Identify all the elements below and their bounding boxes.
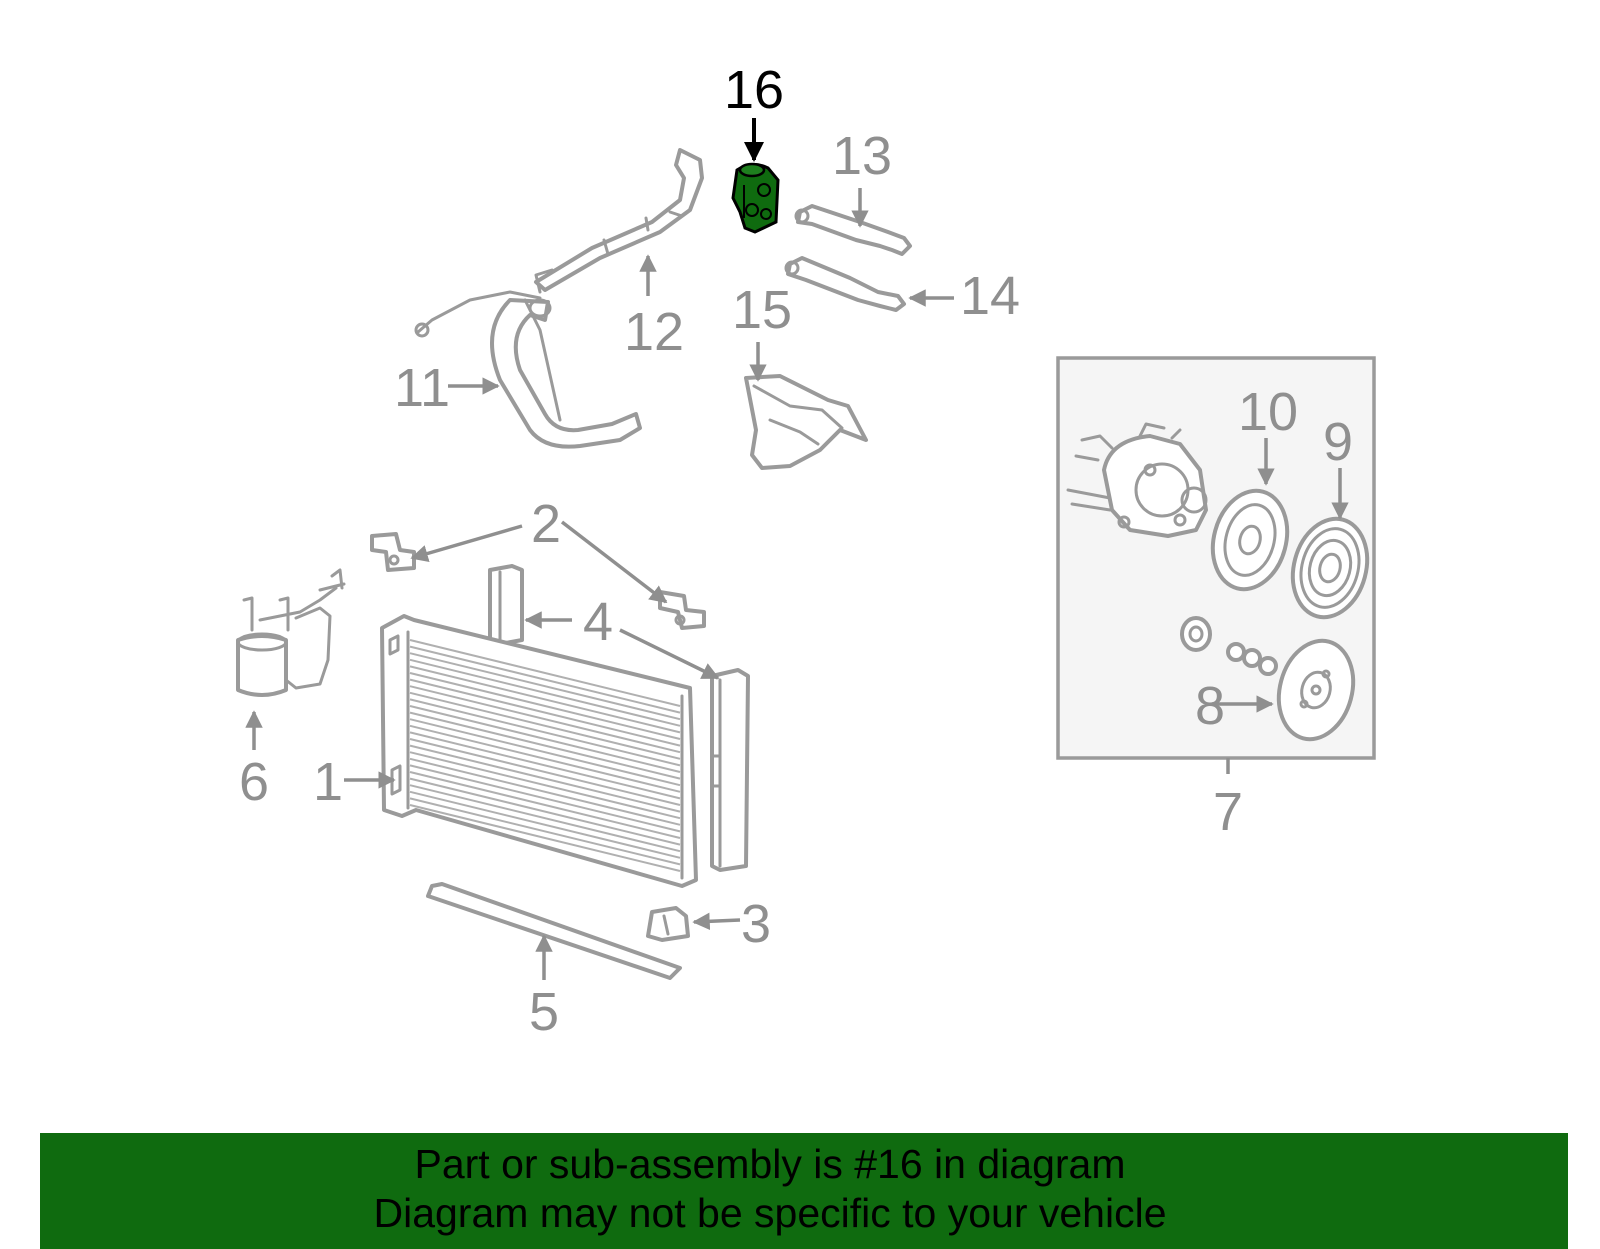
callout-labels: 16 13 14 15 12 11 2 4 1 6 3 5 7 8 9 10 (239, 60, 1353, 1042)
part-2-brackets (370, 532, 706, 630)
callout-4: 4 (583, 592, 613, 652)
callout-7: 7 (1213, 782, 1243, 842)
callout-10: 10 (1238, 382, 1298, 442)
part-6-receiver-drier (236, 568, 346, 697)
condenser-fin (409, 797, 681, 866)
condenser-fin (409, 645, 681, 714)
part-1-condenser (380, 614, 698, 888)
condenser-fin (409, 639, 681, 707)
part-11-hose (490, 298, 642, 449)
condenser-fin (409, 757, 681, 826)
part-5-seal-strip (426, 882, 682, 980)
callout-12: 12 (624, 302, 684, 362)
callout-8: 8 (1195, 676, 1225, 736)
condenser-fin (409, 678, 681, 747)
banner-line-part-number: Part or sub-assembly is #16 in diagram (414, 1141, 1126, 1187)
condenser-fin (409, 738, 681, 806)
condenser-fin (409, 718, 681, 787)
condenser-fin (409, 658, 681, 727)
condenser-fin (409, 777, 681, 846)
callout-5: 5 (529, 982, 559, 1042)
condenser-fin (409, 804, 681, 872)
condenser-fin (409, 652, 681, 721)
part-15-bracket (744, 374, 868, 470)
part-16-highlighted[interactable] (731, 162, 780, 234)
condenser-fin (409, 751, 681, 820)
part-7-compressor-group (1056, 356, 1376, 760)
condenser-fin (409, 771, 681, 839)
condenser-fin (409, 744, 681, 813)
callout-16: 16 (724, 60, 784, 120)
callout-15: 15 (732, 280, 792, 340)
callout-6: 6 (239, 752, 269, 812)
condenser-fin (409, 724, 681, 793)
condenser-fin (409, 672, 681, 740)
part-3-insulator (646, 906, 690, 942)
leader-lines (245, 118, 1349, 980)
callout-9: 9 (1323, 412, 1353, 472)
callout-13: 13 (832, 126, 892, 186)
condenser-fin (409, 784, 681, 853)
condenser-fin (409, 705, 681, 773)
condenser-fin (409, 731, 681, 800)
part-12-hose-assembly (414, 148, 704, 338)
condenser-fin (409, 698, 681, 767)
callout-1: 1 (313, 752, 343, 812)
info-banner: Part or sub-assembly is #16 in diagram D… (40, 1133, 1568, 1249)
part-14-hose (784, 256, 906, 312)
callout-2: 2 (531, 494, 561, 554)
condenser-fin (409, 665, 681, 734)
part-13-hose (794, 204, 912, 256)
callout-11: 11 (394, 358, 450, 418)
condenser-fin (409, 790, 681, 859)
callout-3: 3 (741, 894, 771, 954)
banner-line-disclaimer: Diagram may not be specific to your vehi… (373, 1190, 1167, 1236)
condenser-fin (409, 685, 681, 754)
condenser-fin (409, 691, 681, 760)
callout-14: 14 (960, 266, 1020, 326)
condenser-fin (409, 764, 681, 833)
condenser-fin (409, 711, 681, 780)
